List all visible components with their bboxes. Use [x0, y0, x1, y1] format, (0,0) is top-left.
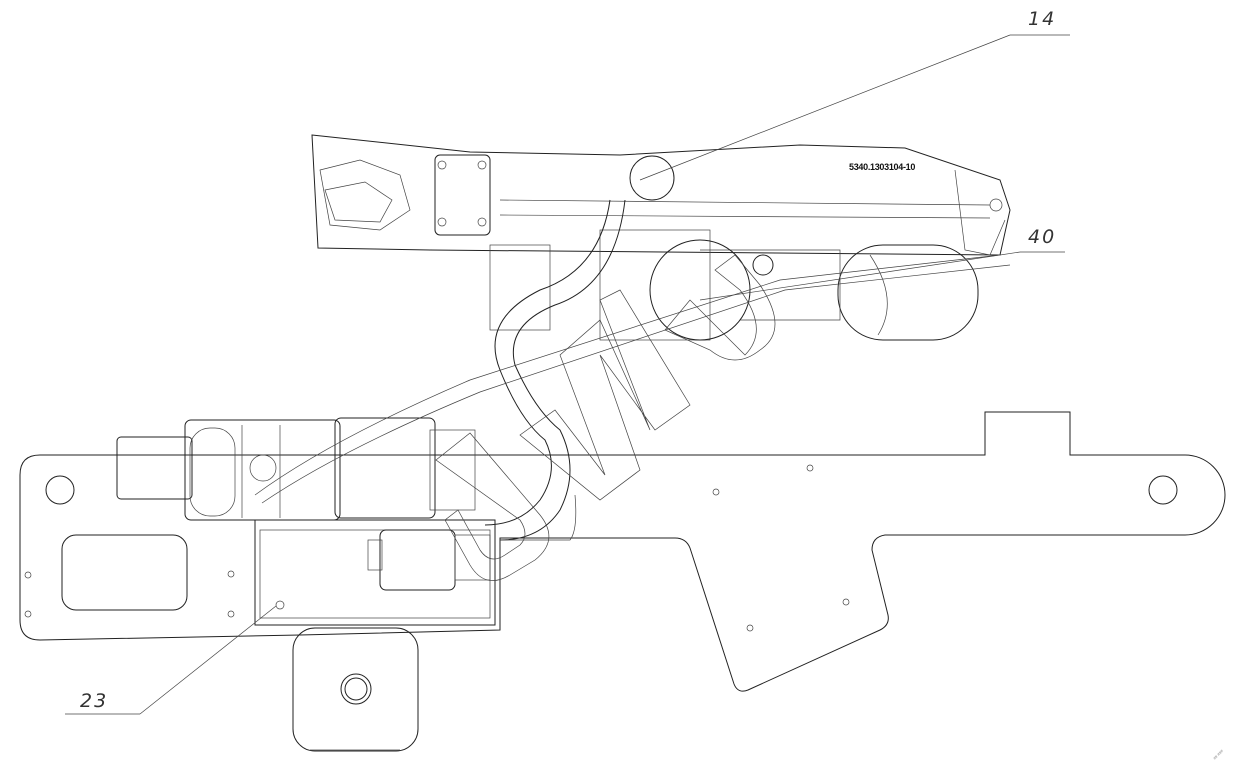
engine-cover-plate [434, 154, 491, 236]
heater-motor [116, 436, 193, 500]
callout-leaders [65, 34, 1070, 715]
engine-port [629, 155, 675, 201]
watermark-logo [435, 254, 776, 581]
callout-40: 40 [1028, 226, 1057, 248]
heater-frame [254, 519, 496, 626]
fuel-tank [292, 627, 419, 752]
fuel-line [254, 254, 1001, 496]
mounting-bracket-plate [19, 411, 1226, 692]
callout-23: 23 [80, 690, 109, 712]
engine-block [311, 134, 1011, 256]
mount-hole-left [45, 475, 75, 505]
heater-body [184, 419, 341, 521]
coolant-hose [484, 199, 611, 526]
tank-filler-cap [340, 673, 372, 705]
mount-hole-right [1148, 475, 1178, 505]
plate-small-holes [24, 464, 850, 632]
callout-14: 14 [1028, 8, 1057, 30]
return-hose [500, 494, 577, 541]
fuel-pump [379, 529, 456, 591]
plate-cutout [61, 534, 188, 611]
heater-combustion-chamber [334, 417, 436, 519]
idler-pulley [752, 254, 774, 276]
oil-filter [837, 244, 979, 341]
part-number-label: 5340.1303104-10 [849, 162, 916, 172]
